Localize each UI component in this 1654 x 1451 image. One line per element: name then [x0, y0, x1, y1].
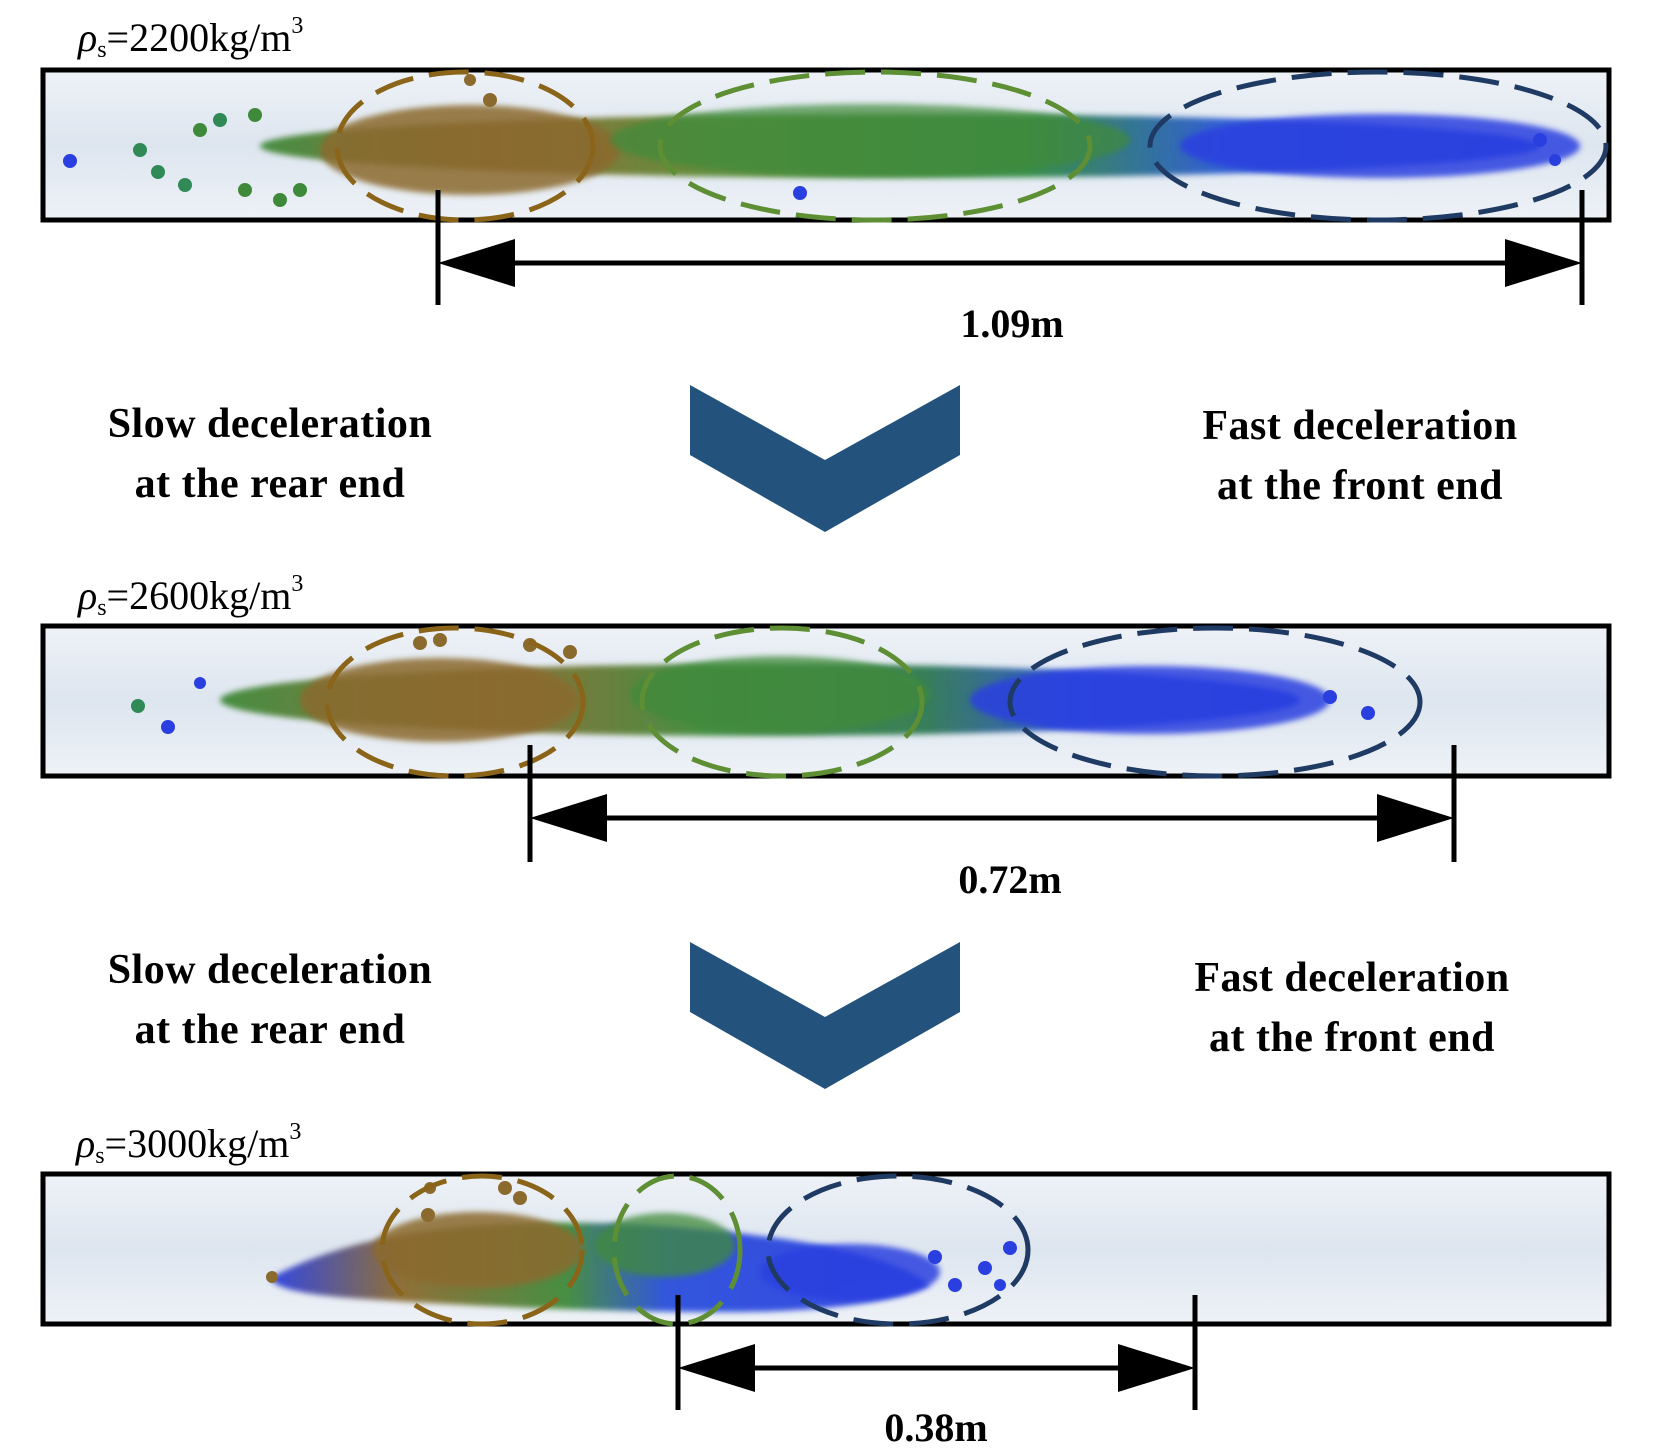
note-line: at the front end [1216, 463, 1504, 509]
note-line: Slow deceleration [107, 401, 433, 447]
panel-3 [40, 1171, 1612, 1410]
middle-region-marker-2 [639, 625, 925, 779]
note-line: at the rear end [134, 461, 406, 507]
chevron-down-icon [690, 385, 960, 532]
front-length-value-2: 0.72m [958, 857, 1062, 902]
particle-bed-1 [63, 74, 1580, 207]
density-label-3: ρs=3000kg/m3 [76, 1120, 301, 1168]
chevron-down-icon [690, 942, 960, 1089]
middle-region-marker-1 [657, 69, 1093, 223]
front-region-marker-2 [1007, 625, 1423, 779]
front-region-marker-3 [765, 1173, 1031, 1327]
length-dimension-2 [527, 745, 1457, 862]
rear-deceleration-note-2: Slow deceleration at the rear end [60, 940, 480, 1060]
note-line: at the front end [1208, 1015, 1496, 1061]
rho-subscript: s [95, 1143, 105, 1169]
unit-exponent: 3 [291, 571, 304, 597]
equals-sign: = [106, 15, 130, 60]
front-deceleration-note-1: Fast deceleration at the front end [1150, 396, 1570, 516]
equals-sign: = [106, 573, 130, 618]
density-unit: kg/m [207, 1121, 290, 1166]
front-region-marker-1 [1147, 69, 1609, 223]
rear-region-marker-1 [334, 69, 596, 223]
unit-exponent: 3 [289, 1119, 302, 1145]
length-dimension-1 [435, 190, 1585, 305]
front-deceleration-note-2: Fast deceleration at the front end [1142, 948, 1562, 1068]
rear-region-marker-2 [324, 625, 586, 779]
panel-2 [40, 623, 1612, 862]
note-line: at the rear end [134, 1007, 406, 1053]
equals-sign: = [104, 1121, 128, 1166]
rho-subscript: s [97, 37, 107, 63]
density-label-2: ρs=2600kg/m3 [78, 572, 303, 620]
rear-region-marker-3 [379, 1173, 585, 1327]
length-dimension-3 [675, 1295, 1198, 1410]
particle-bed-2 [131, 633, 1375, 742]
front-length-value-1: 1.09m [960, 301, 1064, 346]
note-line: Slow deceleration [107, 947, 433, 993]
density-value: 2200 [129, 15, 210, 60]
rho-subscript: s [97, 595, 107, 621]
middle-region-marker-3 [611, 1173, 743, 1327]
note-line: Fast deceleration [1194, 955, 1510, 1001]
rear-deceleration-note-1: Slow deceleration at the rear end [60, 394, 480, 514]
unit-exponent: 3 [291, 13, 304, 39]
panel-1 [40, 67, 1612, 305]
rho-symbol: ρ [76, 1121, 96, 1166]
rho-symbol: ρ [78, 573, 98, 618]
density-unit: kg/m [209, 15, 292, 60]
density-value: 2600 [129, 573, 210, 618]
particle-bed-3 [266, 1181, 1017, 1312]
density-unit: kg/m [209, 573, 292, 618]
note-line: Fast deceleration [1202, 403, 1518, 449]
front-length-value-3: 0.38m [884, 1405, 988, 1450]
rho-symbol: ρ [78, 15, 98, 60]
density-label-1: ρs=2200kg/m3 [78, 14, 303, 62]
density-value: 3000 [127, 1121, 208, 1166]
